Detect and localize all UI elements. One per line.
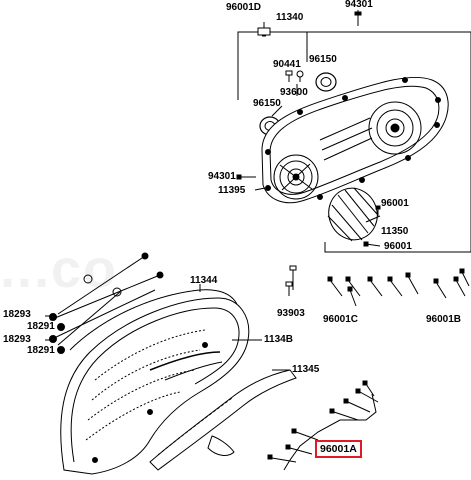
label-1134b: 1134B <box>264 334 293 345</box>
label-11340: 11340 <box>276 12 304 23</box>
label-11395: 11395 <box>218 185 246 196</box>
highlighted-part-96001a[interactable]: 96001A <box>315 440 362 458</box>
bolts-96001a-icon <box>267 380 379 463</box>
pin-93600-icon <box>296 70 304 82</box>
label-96001c: 96001C <box>323 314 359 325</box>
trim-11345 <box>149 369 297 471</box>
label-96150-a: 96150 <box>309 54 337 65</box>
label-18291-b: 18291 <box>27 345 55 356</box>
label-11344: 11344 <box>190 275 218 286</box>
stud-bolts-18293-icon <box>49 252 164 354</box>
oil-seal-96150-a-icon <box>315 72 337 92</box>
watermark: ...co <box>0 239 119 299</box>
upper-frame <box>237 31 471 253</box>
label-90441: 90441 <box>273 59 301 70</box>
bolt-96001-b-icon <box>363 241 381 247</box>
label-96001b: 96001B <box>426 314 462 325</box>
left-cover-1134b <box>60 297 250 475</box>
label-94301-top: 94301 <box>345 0 373 10</box>
label-94301-left: 94301 <box>208 171 236 182</box>
bolt-row-96001c-icon <box>327 272 419 307</box>
pin-90441-icon <box>285 70 293 82</box>
label-96150-b: 96150 <box>253 98 281 109</box>
bolt-96001d-icon <box>257 22 271 37</box>
label-96001-b: 96001 <box>384 241 412 252</box>
label-11345: 11345 <box>292 364 320 375</box>
label-18291-a: 18291 <box>27 321 55 332</box>
gasket-11344 <box>69 289 241 351</box>
bolt-94301-top-icon <box>354 10 362 26</box>
bolt-row-96001b-icon <box>433 268 470 299</box>
label-93600: 93600 <box>280 87 308 98</box>
crankcase-cover-11340 <box>261 76 449 204</box>
pins-93903-icon <box>285 265 297 296</box>
label-96001d: 96001D <box>226 2 262 13</box>
label-96001-a: 96001 <box>381 198 409 209</box>
label-18293-b: 18293 <box>3 334 31 345</box>
label-93903: 93903 <box>277 308 305 319</box>
inspection-cover-11350 <box>327 187 378 242</box>
bolt-96001-a-icon <box>375 205 381 216</box>
label-18293-a: 18293 <box>3 309 31 320</box>
label-11350: 11350 <box>381 226 409 237</box>
bolt-94301-left-icon <box>236 174 256 180</box>
